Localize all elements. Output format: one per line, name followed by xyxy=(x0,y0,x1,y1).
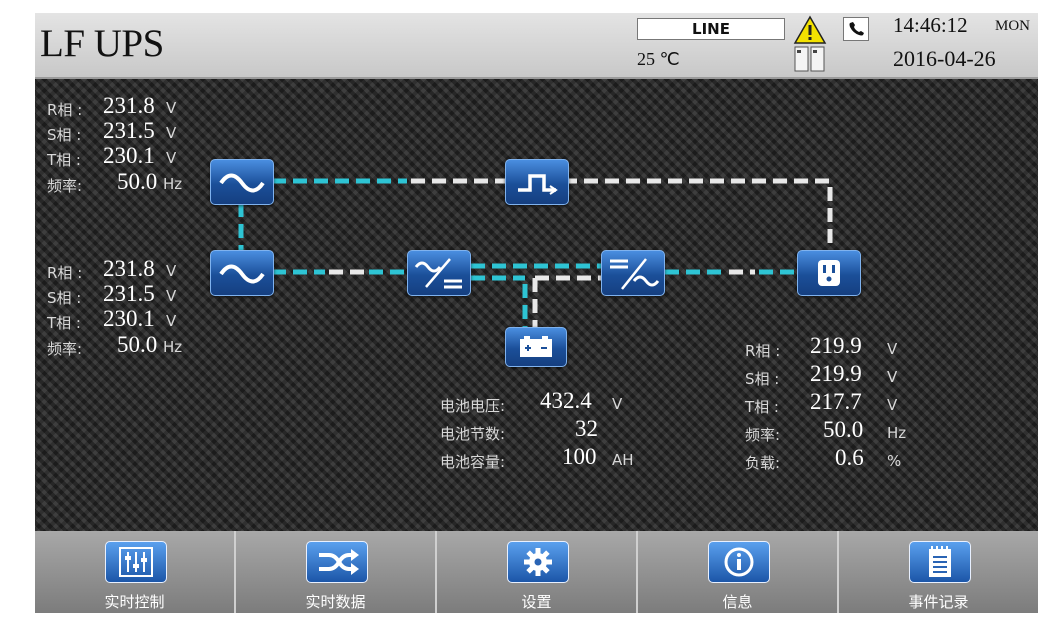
bypass-t-value: 230.1 xyxy=(103,143,155,168)
info-icon xyxy=(707,541,770,583)
output-load-unit: % xyxy=(887,452,902,470)
main-freq-label: 频率: xyxy=(47,340,83,358)
output-r-unit: V xyxy=(887,340,898,358)
output-r-label: R相 : xyxy=(745,342,781,360)
inverter-block[interactable] xyxy=(601,250,665,296)
power-flow-panel: R相 : 231.8 V S相 : 231.5 V T相 : 230.1 V 频… xyxy=(35,79,1038,531)
main-s-unit: V xyxy=(166,287,177,305)
output-t-unit: V xyxy=(887,396,898,414)
battery-voltage-label: 电池电压: xyxy=(440,397,506,415)
bypass-freq-label: 频率: xyxy=(47,177,83,195)
output-s-value: 219.9 xyxy=(810,361,862,386)
battery-voltage-unit: V xyxy=(612,395,623,413)
bypass-r-unit: V xyxy=(166,99,177,117)
rectifier-icon xyxy=(414,258,462,289)
gear-icon xyxy=(506,541,569,583)
main-r-label: R相 : xyxy=(47,264,83,282)
warning-triangle-icon[interactable] xyxy=(793,15,827,49)
phone-icon[interactable] xyxy=(843,17,869,41)
sliders-icon xyxy=(104,541,167,583)
battery-count-label: 电池节数: xyxy=(440,425,506,443)
output-freq-unit: Hz xyxy=(887,424,907,442)
main-ac-input-block[interactable] xyxy=(210,250,274,296)
nav-settings-label: 设置 xyxy=(521,593,552,611)
output-freq-value: 50.0 xyxy=(823,417,864,442)
inverter-icon xyxy=(610,258,660,290)
mode-status: LINE xyxy=(637,18,785,40)
bypass-r-label: R相 : xyxy=(47,101,83,119)
socket-icon xyxy=(818,260,840,286)
output-s-label: S相 : xyxy=(745,370,780,388)
ac-wave-icon xyxy=(219,264,265,284)
bypass-s-unit: V xyxy=(166,124,177,142)
log-icon xyxy=(908,541,971,583)
main-r-unit: V xyxy=(166,262,177,280)
clock-weekday: MON xyxy=(995,18,1031,34)
ups-cabinet-icon xyxy=(793,45,827,77)
battery-count-value: 32 xyxy=(575,416,598,441)
nav-realtime-control-label: 实时控制 xyxy=(104,593,165,611)
bypass-t-label: T相 : xyxy=(47,151,81,169)
bypass-s-value: 231.5 xyxy=(103,118,155,143)
switch-pulse-icon xyxy=(518,174,558,195)
bypass-ac-input-block[interactable] xyxy=(210,159,274,205)
nav-realtime-data[interactable]: 实时数据 xyxy=(236,531,437,613)
battery-capacity-label: 电池容量: xyxy=(440,453,506,471)
shuffle-icon xyxy=(305,541,368,583)
output-socket-block[interactable] xyxy=(797,250,861,296)
ac-wave-icon xyxy=(219,173,265,193)
output-load-value: 0.6 xyxy=(835,445,864,470)
bypass-t-unit: V xyxy=(166,149,177,167)
clock-time: 14:46:12 xyxy=(893,13,968,37)
nav-event-log-label: 事件记录 xyxy=(908,593,969,611)
bypass-freq-value: 50.0 xyxy=(117,169,158,194)
app-title: LF UPS xyxy=(40,22,164,65)
nav-event-log[interactable]: 事件记录 xyxy=(839,531,1038,613)
rectifier-block[interactable] xyxy=(407,250,471,296)
battery-capacity-value: 100 xyxy=(562,444,597,469)
header-bar: LF UPS LINE 25 ℃ 14:46:12 MON 2016-0 xyxy=(35,13,1038,79)
output-freq-label: 频率: xyxy=(745,426,781,444)
main-freq-value: 50.0 xyxy=(117,332,158,357)
main-r-value: 231.8 xyxy=(103,256,155,281)
battery-capacity-unit: AH xyxy=(612,451,634,469)
battery-voltage-value: 432.4 xyxy=(540,388,592,413)
bottom-nav: 实时控制 实时数据 xyxy=(35,531,1038,613)
output-s-unit: V xyxy=(887,368,898,386)
main-s-label: S相 : xyxy=(47,289,82,307)
nav-info-label: 信息 xyxy=(722,593,753,611)
output-t-value: 217.7 xyxy=(810,389,862,414)
nav-info[interactable]: 信息 xyxy=(638,531,839,613)
battery-block[interactable] xyxy=(505,327,567,367)
battery-icon xyxy=(520,336,552,357)
power-flow-lines xyxy=(238,178,833,327)
output-load-label: 负载: xyxy=(745,454,781,472)
temperature-readout: 25 ℃ xyxy=(637,49,680,69)
main-t-value: 230.1 xyxy=(103,306,155,331)
main-t-unit: V xyxy=(166,312,177,330)
bypass-r-value: 231.8 xyxy=(103,93,155,118)
static-switch-block[interactable] xyxy=(505,159,569,205)
main-freq-unit: Hz xyxy=(163,338,183,356)
nav-settings[interactable]: 设置 xyxy=(437,531,638,613)
main-t-label: T相 : xyxy=(47,314,81,332)
clock-date: 2016-04-26 xyxy=(893,46,996,71)
ups-screen: LF UPS LINE 25 ℃ 14:46:12 MON 2016-0 xyxy=(35,13,1038,613)
main-s-value: 231.5 xyxy=(103,281,155,306)
nav-realtime-data-label: 实时数据 xyxy=(305,593,366,611)
nav-realtime-control[interactable]: 实时控制 xyxy=(35,531,236,613)
output-t-label: T相 : xyxy=(745,398,779,416)
flow-line-bypass-output xyxy=(563,178,833,248)
bypass-freq-unit: Hz xyxy=(163,175,183,193)
bypass-s-label: S相 : xyxy=(47,126,82,144)
output-r-value: 219.9 xyxy=(810,333,862,358)
